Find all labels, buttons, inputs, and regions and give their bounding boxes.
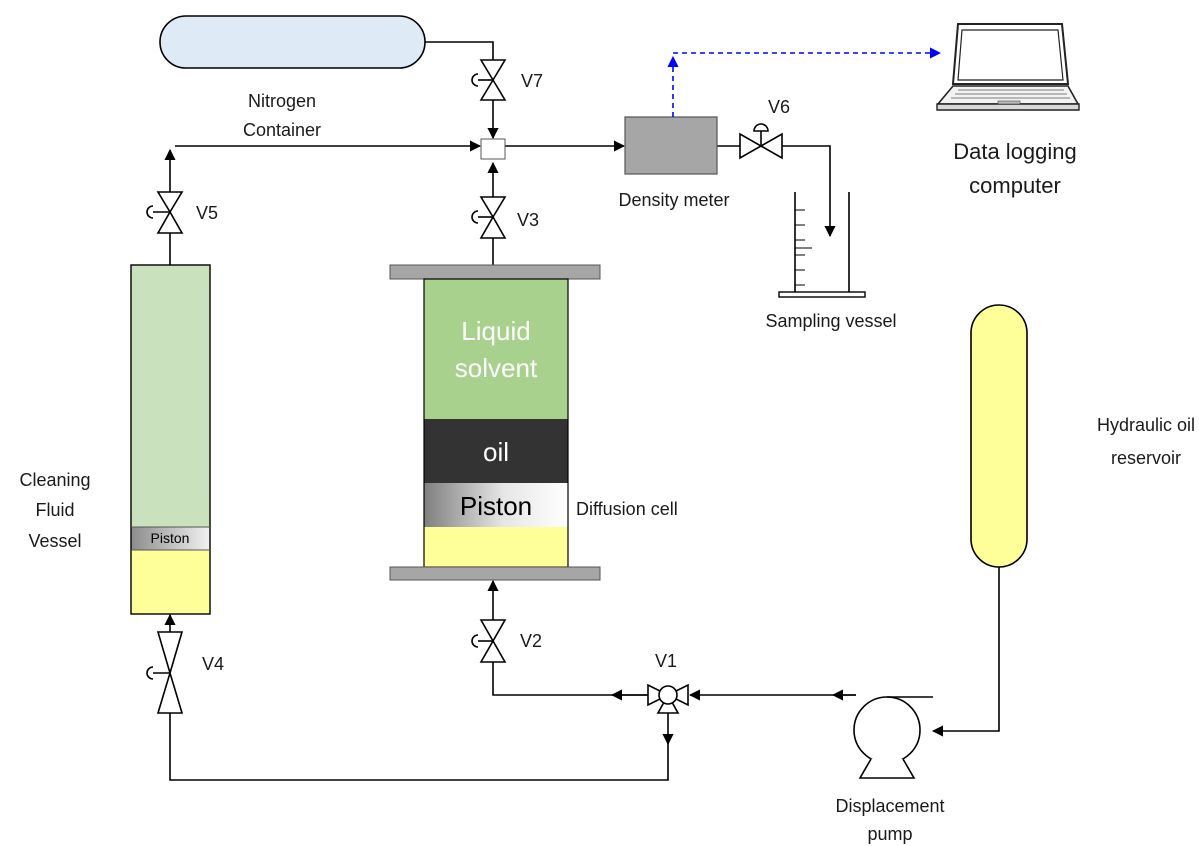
- cleaning-fluid-vessel-label-line3: Vessel: [28, 531, 81, 551]
- valve-v2[interactable]: [471, 619, 507, 663]
- oil-layer: [424, 419, 568, 483]
- valve-v6[interactable]: [739, 123, 783, 160]
- diffusion-cell: [389, 264, 601, 581]
- valve-v3[interactable]: [471, 196, 507, 239]
- cleaning-vessel-piston-label: Piston: [151, 530, 190, 546]
- hydraulic-oil-reservoir-label-line2: reservoir: [1111, 448, 1181, 468]
- hydraulic-oil-reservoir: [970, 304, 1028, 568]
- hydraulic-fluid-layer: [424, 527, 568, 567]
- data-logging-computer-label-line1: Data logging: [953, 139, 1077, 164]
- valve-v4[interactable]: [146, 631, 184, 714]
- displacement-pump-label-line2: pump: [867, 824, 912, 844]
- cleaning-fluid-vessel-label-line1: Cleaning: [19, 470, 90, 490]
- cell-piston-label: Piston: [460, 491, 532, 521]
- valve-v5-label: V5: [196, 203, 218, 223]
- piping: [164, 41, 1000, 781]
- displacement-pump-label-line1: Displacement: [835, 796, 944, 816]
- cell-piston: [424, 483, 568, 527]
- bottom-plate: [389, 566, 601, 581]
- valve-v5[interactable]: [146, 191, 184, 234]
- density-meter: [624, 116, 718, 175]
- nitrogen-tank: [159, 15, 426, 69]
- valve-v3-label: V3: [517, 210, 539, 230]
- valve-v1-label: V1: [655, 651, 677, 671]
- nitrogen-container-label-line1: Nitrogen: [248, 91, 316, 111]
- valve-v1[interactable]: [647, 683, 689, 714]
- valve-v4-label: V4: [202, 654, 224, 674]
- oil-label: oil: [483, 437, 509, 467]
- liquid-solvent-layer: [424, 279, 568, 419]
- diffusion-cell-label: Diffusion cell: [576, 499, 678, 519]
- displacement-pump: [853, 696, 933, 779]
- valve-v7[interactable]: [471, 59, 507, 101]
- data-logging-computer-label-line2: computer: [969, 173, 1061, 198]
- nitrogen-container-label-line2: Container: [243, 120, 321, 140]
- cleaning-fluid-vessel-label-line2: Fluid: [35, 500, 74, 520]
- liquid-solvent-label-line1: Liquid: [461, 316, 530, 346]
- junction-block: [480, 138, 506, 160]
- hydraulic-oil-reservoir-label-line1: Hydraulic oil: [1097, 415, 1195, 435]
- top-plate: [389, 264, 601, 280]
- valve-v2-label: V2: [520, 631, 542, 651]
- laptop-icon: [936, 23, 1080, 111]
- valve-v7-label: V7: [521, 71, 543, 91]
- liquid-solvent-label-line2: solvent: [455, 353, 538, 383]
- valve-v6-label: V6: [768, 97, 790, 117]
- density-meter-label: Density meter: [618, 190, 729, 210]
- sampling-vessel-label: Sampling vessel: [765, 311, 896, 331]
- cleaning-fluid-vessel: [130, 264, 211, 615]
- sampling-vessel: [778, 192, 866, 298]
